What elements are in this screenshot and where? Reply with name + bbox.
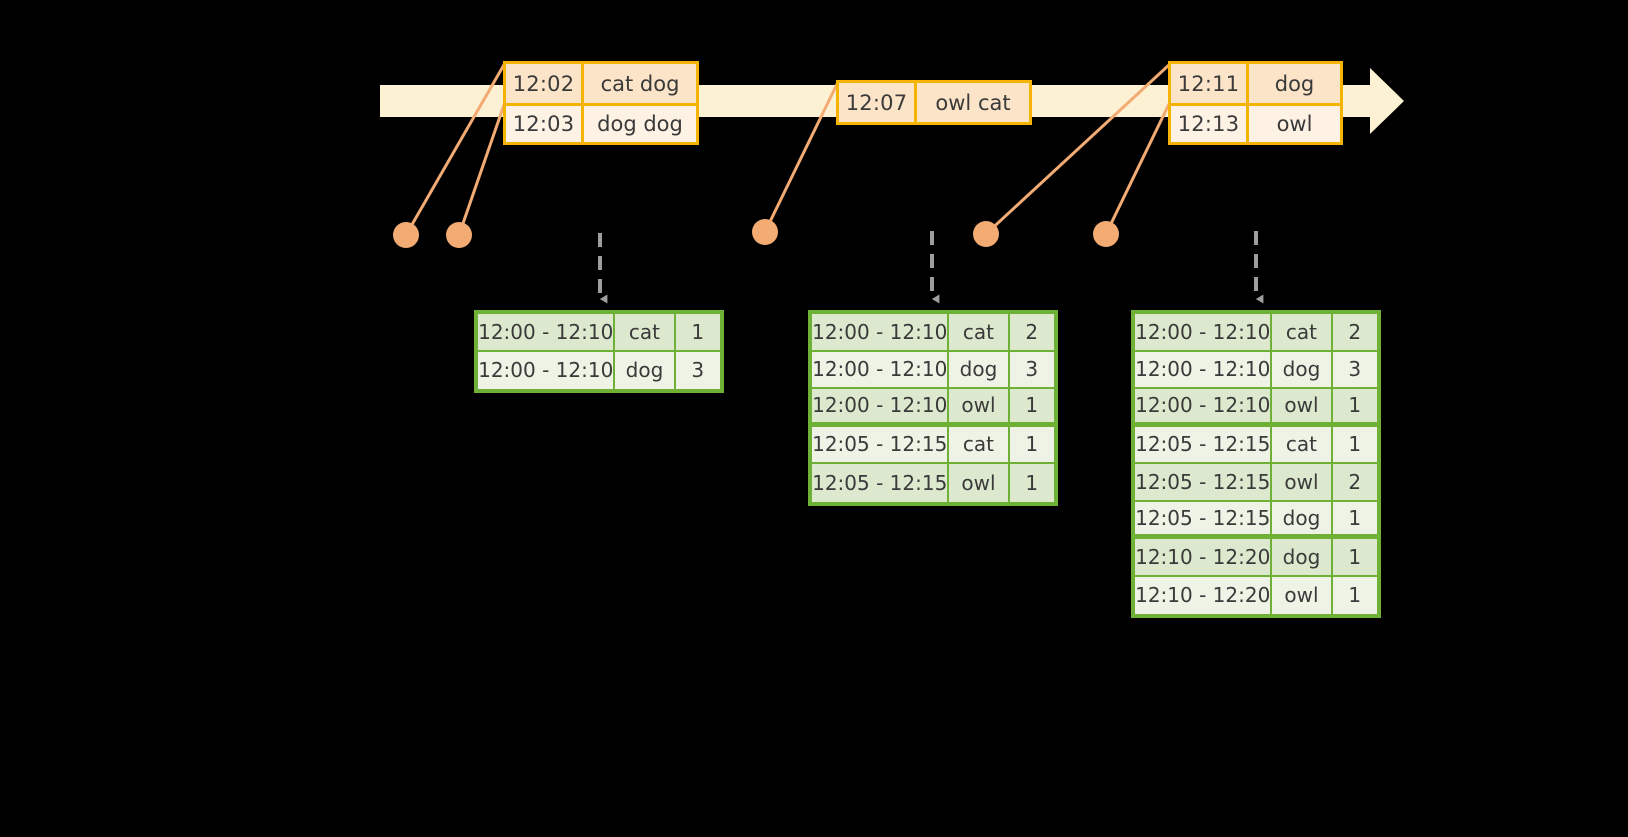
cell-count: 2 bbox=[1348, 319, 1362, 344]
cell-count: 3 bbox=[1348, 357, 1362, 382]
cell-window: 12:00 - 12:10 bbox=[812, 351, 950, 387]
cell-word: owl bbox=[1272, 389, 1333, 422]
cell-count: 2 bbox=[1025, 319, 1039, 344]
cell-count: 3 bbox=[1025, 357, 1039, 382]
event-row: 12:07 owl cat bbox=[839, 83, 1029, 122]
cell-word: dog bbox=[949, 351, 1010, 387]
cell-word: cat bbox=[949, 426, 1010, 462]
event-row: 12:02 cat dog bbox=[506, 64, 696, 103]
cell-word: owl bbox=[949, 464, 1010, 502]
event-box-3[interactable]: 12:11 dog 12:13 owl bbox=[1168, 61, 1343, 145]
event-dot-5 bbox=[1093, 221, 1119, 247]
cell-window: 12:05 - 12:15 bbox=[812, 426, 950, 462]
cell-window: 12:05 - 12:15 bbox=[1135, 464, 1273, 500]
cell-window: 12:00 - 12:10 bbox=[1135, 314, 1273, 350]
cell-window: 12:05 - 12:15 bbox=[1135, 426, 1273, 462]
dashed-trigger-arrows bbox=[598, 231, 1264, 304]
cell-count: 3 bbox=[691, 358, 705, 383]
cell-count: 1 bbox=[1025, 393, 1039, 418]
cell-count: 1 bbox=[1348, 505, 1362, 530]
event-time: 12:02 bbox=[506, 64, 584, 103]
connector-line-3 bbox=[763, 81, 840, 233]
event-dot-4 bbox=[973, 221, 999, 247]
event-box-1[interactable]: 12:02 cat dog 12:03 dog dog bbox=[503, 61, 699, 145]
cell-count: 1 bbox=[1025, 432, 1039, 457]
cell-count: 2 bbox=[1348, 469, 1362, 494]
cell-window: 12:00 - 12:10 bbox=[812, 314, 950, 350]
cell-count: 1 bbox=[1348, 544, 1362, 569]
event-time: 12:11 bbox=[1171, 64, 1249, 103]
cell-window: 12:00 - 12:10 bbox=[478, 314, 616, 350]
cell-word: dog bbox=[1272, 351, 1333, 387]
event-time: 12:07 bbox=[839, 83, 917, 122]
event-row: 12:11 dog bbox=[1171, 64, 1340, 103]
connector-line-5 bbox=[1104, 101, 1172, 235]
cell-count: 1 bbox=[1025, 470, 1039, 495]
event-time: 12:03 bbox=[506, 106, 584, 142]
cell-count: 1 bbox=[1348, 393, 1362, 418]
cell-word: cat bbox=[949, 314, 1010, 350]
event-row: 12:13 owl bbox=[1171, 103, 1340, 142]
cell-window: 12:05 - 12:15 bbox=[1135, 501, 1273, 534]
timeline-arrowhead bbox=[1352, 68, 1404, 134]
cell-window: 12:00 - 12:10 bbox=[1135, 351, 1273, 387]
cell-window: 12:10 - 12:20 bbox=[1135, 539, 1273, 575]
cell-word: dog bbox=[1272, 539, 1333, 575]
event-dots bbox=[393, 219, 1119, 248]
cell-word: owl bbox=[1272, 576, 1333, 614]
event-dot-2 bbox=[446, 222, 472, 248]
cell-count: 1 bbox=[691, 319, 705, 344]
event-words: cat dog bbox=[600, 71, 680, 96]
event-row: 12:03 dog dog bbox=[506, 103, 696, 142]
cell-word: dog bbox=[1272, 501, 1333, 534]
cell-word: owl bbox=[1272, 464, 1333, 500]
cell-word: cat bbox=[615, 314, 676, 350]
event-words: dog bbox=[1274, 71, 1315, 96]
cell-window: 12:00 - 12:10 bbox=[812, 389, 950, 422]
cell-window: 12:00 - 12:10 bbox=[1135, 389, 1273, 422]
event-words: owl cat bbox=[935, 90, 1011, 115]
cell-count: 1 bbox=[1348, 583, 1362, 608]
cell-window: 12:10 - 12:20 bbox=[1135, 576, 1273, 614]
event-dot-3 bbox=[752, 219, 778, 245]
cell-word: cat bbox=[1272, 426, 1333, 462]
connector-line-2 bbox=[457, 101, 507, 236]
event-box-2[interactable]: 12:07 owl cat bbox=[836, 80, 1032, 125]
cell-window: 12:05 - 12:15 bbox=[812, 464, 950, 502]
event-words: owl bbox=[1276, 112, 1313, 136]
event-words: dog dog bbox=[597, 112, 683, 136]
cell-word: owl bbox=[949, 389, 1010, 422]
event-time: 12:13 bbox=[1171, 106, 1249, 142]
cell-word: cat bbox=[1272, 314, 1333, 350]
cell-word: dog bbox=[615, 351, 676, 389]
cell-count: 1 bbox=[1348, 432, 1362, 457]
event-dot-1 bbox=[393, 222, 419, 248]
connector-line-1 bbox=[404, 62, 507, 236]
cell-window: 12:00 - 12:10 bbox=[478, 351, 616, 389]
